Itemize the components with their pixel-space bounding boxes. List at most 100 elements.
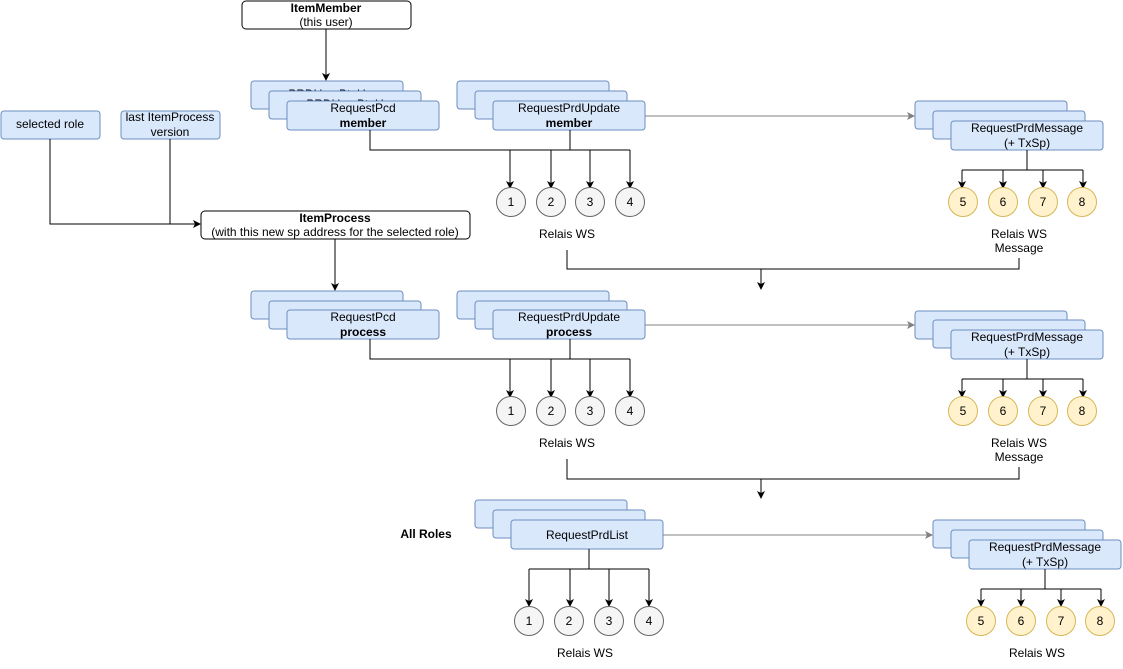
msg-node-number: 5	[978, 614, 985, 628]
msg-node-number: 8	[1079, 404, 1086, 418]
item-process-node: ItemProcess (with this new sp address fo…	[200, 210, 471, 240]
ws-node-number: 3	[587, 404, 594, 418]
rowA-msg-circles: 5 6 7 8	[948, 187, 1097, 217]
ws-node-4: 4	[615, 396, 645, 426]
rowB-ws-circles: 1 2 3 4	[496, 396, 645, 426]
request-prdmessage-c-stack: RequestPrdMessage (+ TxSp)	[932, 519, 1122, 570]
request-prdmessage-c-l1: RequestPrdMessage	[989, 540, 1101, 554]
msg-node-number: 6	[1000, 195, 1007, 209]
item-member-node: ItemMember (this user)	[241, 0, 412, 30]
ws-node-2: 2	[554, 606, 584, 636]
rowB-msg-circles: 5 6 7 8	[948, 396, 1097, 426]
item-member-sub: (this user)	[299, 15, 352, 29]
msg-node-8: 8	[1085, 606, 1115, 636]
request-prdmessage-b-stack: RequestPrdMessage (+ TxSp)	[914, 310, 1104, 360]
rowC-msg-label: Relais WS	[1009, 646, 1065, 660]
ws-node-number: 1	[508, 195, 515, 209]
request-pcd-member-l2: member	[340, 116, 387, 130]
msg-node-5: 5	[948, 187, 978, 217]
rowB-ws-label: Relais WS	[539, 436, 595, 450]
rowA-msg-fanout	[958, 150, 1087, 189]
request-pcd-process-stack: RequestPcd process	[250, 290, 440, 340]
rowA-ws-circles: 1 2 3 4	[496, 187, 645, 217]
rowA-msg-label-1: Relais WS	[991, 227, 1047, 241]
msg-node-7: 7	[1046, 606, 1076, 636]
rowC-ws-circles: 1 2 3 4	[514, 606, 664, 636]
request-prdupdate-process-l1: RequestPrdUpdate	[518, 310, 620, 324]
ws-node-1: 1	[496, 187, 526, 217]
ws-node-number: 3	[606, 614, 613, 628]
rowC-ws-fanout	[525, 549, 653, 607]
request-prdmessage-a-l2: (+ TxSp)	[1004, 136, 1050, 150]
request-prdupdate-process-l2: process	[546, 325, 592, 339]
ws-node-4: 4	[615, 187, 645, 217]
request-prdmessage-c-l2: (+ TxSp)	[1022, 555, 1068, 569]
ws-node-number: 2	[548, 195, 555, 209]
request-prdmessage-b-l1: RequestPrdMessage	[971, 330, 1083, 344]
request-prdmessage-a-stack: RequestPrdMessage (+ TxSp)	[914, 100, 1104, 151]
msg-node-number: 7	[1040, 195, 1047, 209]
last-itemprocess-label-2: version	[151, 125, 190, 139]
rowA-merge-connector	[566, 250, 1020, 290]
msg-node-7: 7	[1028, 396, 1058, 426]
msg-node-6: 6	[988, 187, 1018, 217]
all-roles-label: All Roles	[400, 527, 452, 541]
rowA-ws-label: Relais WS	[539, 227, 595, 241]
request-prdupdate-member-l1: RequestPrdUpdate	[518, 101, 620, 115]
ws-node-number: 1	[526, 614, 533, 628]
ws-node-number: 2	[548, 404, 555, 418]
request-prdmessage-b-l2: (+ TxSp)	[1004, 345, 1050, 359]
request-pcd-member-stack: PRDUserBtoU PRDUserBtoU RequestPcd membe…	[250, 80, 440, 131]
rowB-ws-fanout	[369, 339, 634, 398]
ws-node-number: 4	[646, 614, 653, 628]
rowB-merge-connector	[566, 459, 1020, 499]
msg-node-6: 6	[988, 396, 1018, 426]
request-prdupdate-member-l2: member	[546, 116, 593, 130]
msg-node-number: 5	[960, 404, 967, 418]
msg-node-5: 5	[948, 396, 978, 426]
item-member-title: ItemMember	[291, 1, 362, 15]
item-process-sub: (with this new sp address for the select…	[211, 225, 458, 239]
msg-node-number: 7	[1058, 614, 1065, 628]
ws-node-1: 1	[514, 606, 544, 636]
connector	[49, 139, 201, 228]
ws-node-3: 3	[575, 187, 605, 217]
rowB-msg-label-1: Relais WS	[991, 436, 1047, 450]
msg-node-5: 5	[966, 606, 996, 636]
rowC-msg-fanout	[977, 569, 1105, 607]
rowA-ws-fanout	[369, 130, 634, 189]
ws-node-number: 3	[587, 195, 594, 209]
msg-node-number: 5	[960, 195, 967, 209]
ws-node-number: 4	[627, 195, 634, 209]
ws-node-1: 1	[496, 396, 526, 426]
request-prdupdate-member-stack: RequestPrdUpdate member	[456, 80, 646, 131]
ws-node-2: 2	[536, 396, 566, 426]
ws-node-number: 2	[566, 614, 573, 628]
selected-role-label: selected role	[16, 117, 84, 131]
rowC-ws-label: Relais WS	[557, 646, 613, 660]
rowA-msg-label-2: Message	[995, 241, 1044, 255]
msg-node-number: 7	[1040, 404, 1047, 418]
request-pcd-process-l1: RequestPcd	[330, 310, 395, 324]
rowB-msg-label-2: Message	[995, 450, 1044, 464]
msg-node-7: 7	[1028, 187, 1058, 217]
msg-node-8: 8	[1067, 396, 1097, 426]
request-prdlist-stack: RequestPrdList	[474, 499, 664, 550]
msg-node-6: 6	[1006, 606, 1036, 636]
msg-node-8: 8	[1067, 187, 1097, 217]
rowC-msg-circles: 5 6 7 8	[966, 606, 1115, 636]
msg-node-number: 6	[1000, 404, 1007, 418]
ws-node-3: 3	[575, 396, 605, 426]
ws-node-number: 4	[627, 404, 634, 418]
request-prdupdate-process-stack: RequestPrdUpdate process	[456, 290, 646, 340]
request-pcd-process-l2: process	[340, 325, 386, 339]
msg-node-number: 6	[1018, 614, 1025, 628]
msg-node-number: 8	[1079, 195, 1086, 209]
ws-node-3: 3	[594, 606, 624, 636]
last-itemprocess-node: last ItemProcess version	[120, 110, 221, 140]
request-pcd-member-l1: RequestPcd	[330, 101, 395, 115]
selected-role-node: selected role	[0, 110, 101, 140]
request-prdmessage-a-l1: RequestPrdMessage	[971, 121, 1083, 135]
ws-node-4: 4	[634, 606, 664, 636]
